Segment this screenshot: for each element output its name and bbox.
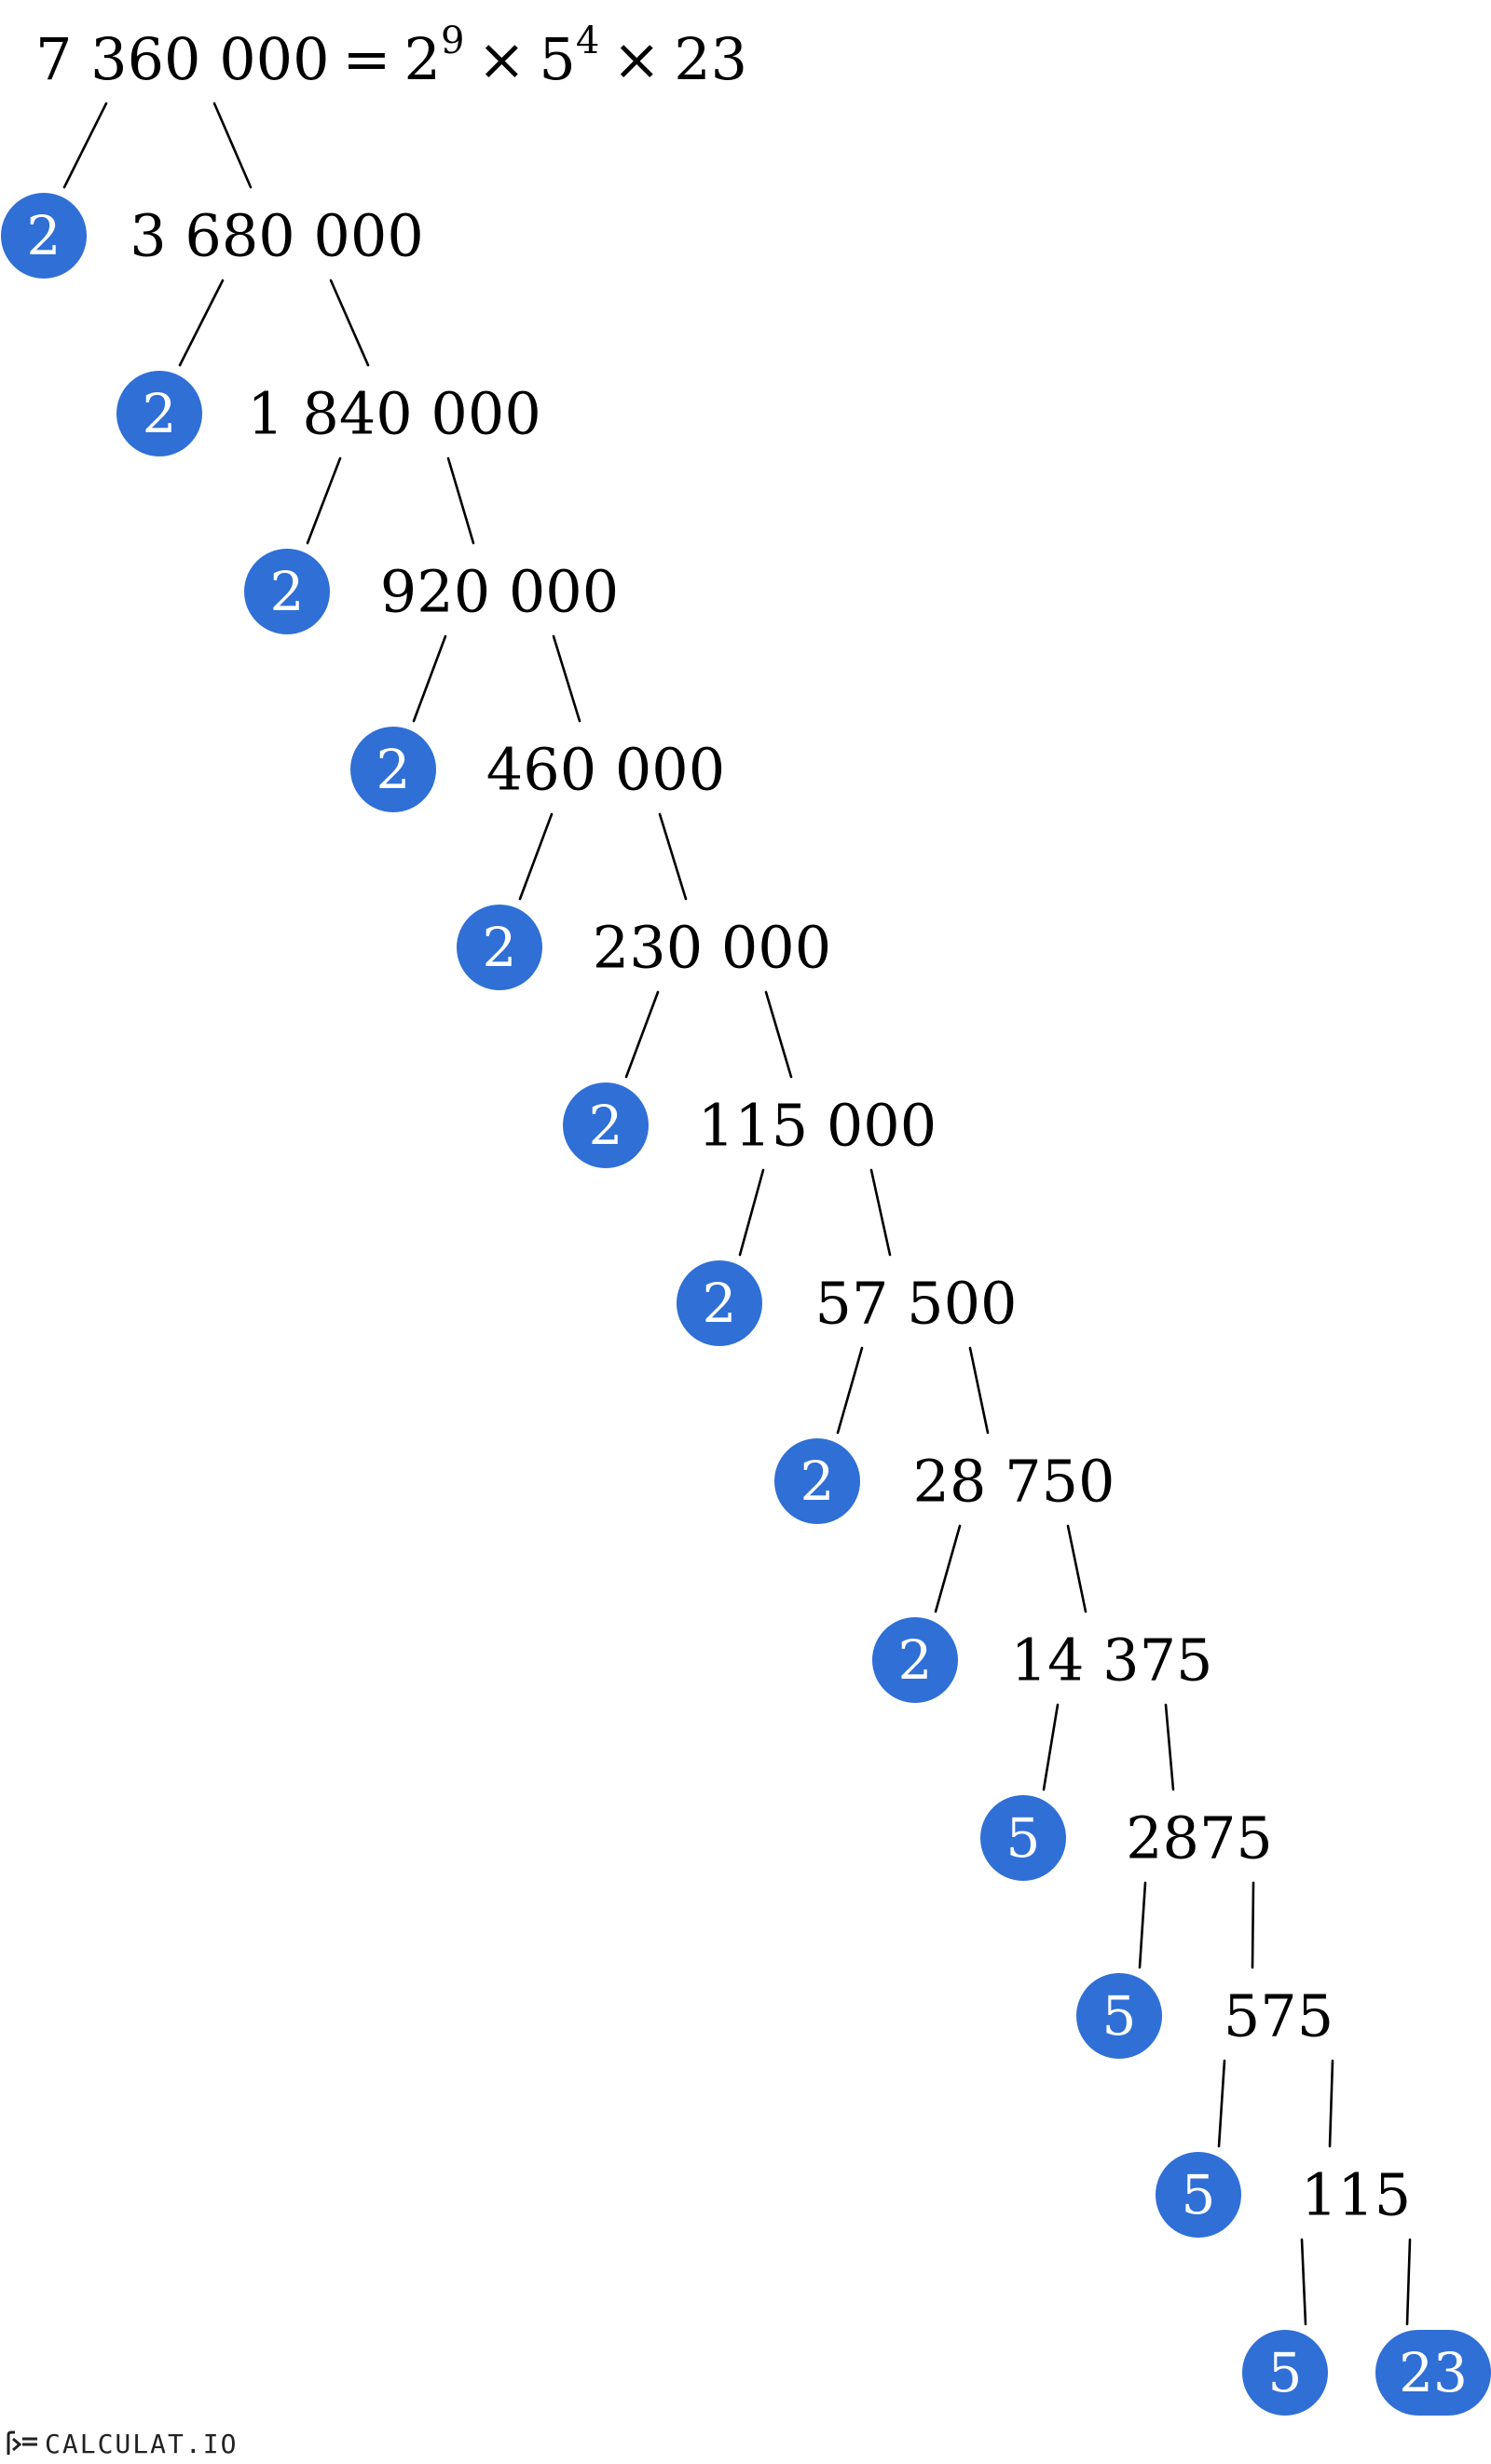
prime-factor-node xyxy=(244,549,330,634)
prime-factor-label: 2 xyxy=(800,1450,835,1513)
prime-factor-label: 2 xyxy=(270,560,305,623)
tree-edge-left xyxy=(934,1524,962,1613)
tree-edge-left xyxy=(518,812,554,901)
tree-edge-right xyxy=(658,812,688,901)
tree-edge-left xyxy=(62,102,108,189)
quotient-node: 230 000 xyxy=(593,914,831,982)
tree-edge-left xyxy=(738,1168,765,1257)
prime-factor-node xyxy=(677,1260,762,1346)
prime-factor-label: 2 xyxy=(376,738,411,801)
tree-edge-left xyxy=(306,456,342,545)
root-equation: 7 360 000 = 29 × 54 × 23 xyxy=(35,19,747,99)
prime-factor-label: 2 xyxy=(143,382,177,445)
prime-factor-node xyxy=(1,193,87,279)
tree-edge-right xyxy=(1066,1524,1087,1613)
prime-factor-node xyxy=(457,905,542,990)
tree-edge-left xyxy=(836,1346,864,1435)
tree-edge-left xyxy=(1217,2059,1226,2148)
tree-edge-left xyxy=(624,990,660,1079)
tree-edge-right xyxy=(552,634,581,723)
prime-factor-node xyxy=(774,1438,860,1524)
tree-edge-right xyxy=(1164,1703,1175,1791)
prime-factor-label: 5 xyxy=(1102,1984,1137,2048)
tree-edge-right xyxy=(212,102,253,189)
brand-logo: CALCULAT.IO xyxy=(6,2428,238,2459)
brand-name: CALCULAT.IO xyxy=(45,2428,239,2459)
prime-factor-label: 2 xyxy=(589,1094,623,1157)
tree-edge-left xyxy=(1042,1703,1060,1791)
tree-edge-left xyxy=(178,279,225,367)
factor-term-1: 29 xyxy=(404,19,465,93)
prime-factor-node xyxy=(980,1795,1066,1881)
quotient-node: 575 xyxy=(1224,1982,1334,2050)
factor-term-3: 23 xyxy=(674,24,748,93)
prime-factor-label: 2 xyxy=(483,916,517,979)
tree-edge-right xyxy=(968,1346,990,1435)
prime-factor-node xyxy=(563,1082,649,1168)
prime-factor-label: 5 xyxy=(1182,2163,1216,2226)
times-sign: × xyxy=(612,24,662,93)
quotient-node: 28 750 xyxy=(913,1448,1115,1516)
tree-edge-right xyxy=(1328,2059,1334,2148)
prime-factor-label: 5 xyxy=(1268,2341,1303,2404)
quotient-node: 1 840 000 xyxy=(247,380,541,448)
quotient-node: 115 000 xyxy=(698,1092,937,1160)
equals-sign: = xyxy=(342,24,391,93)
quotient-node: 57 500 xyxy=(815,1270,1018,1338)
prime-factor-label: 2 xyxy=(898,1628,933,1692)
tree-edge-right xyxy=(869,1168,892,1257)
quotient-node: 3 680 000 xyxy=(130,202,424,270)
prime-factor-label: 2 xyxy=(703,1272,737,1335)
prime-factor-label: 23 xyxy=(1399,2341,1468,2404)
tree-edge-right xyxy=(1405,2238,1412,2326)
tree-edge-right xyxy=(446,456,475,545)
quotient-node: 2875 xyxy=(1126,1804,1273,1872)
prime-factor-node xyxy=(1242,2330,1328,2416)
tree-edge-left xyxy=(1138,1881,1147,1969)
prime-factor-node xyxy=(116,371,202,456)
tree-edge-left xyxy=(1300,2238,1307,2326)
tree-edge-right xyxy=(329,279,370,367)
quotient-node: 115 xyxy=(1301,2161,1411,2229)
prime-factor-node xyxy=(350,727,436,812)
quotient-node: 460 000 xyxy=(486,736,725,804)
quotient-node: 14 375 xyxy=(1011,1627,1213,1695)
prime-factor-node xyxy=(1156,2152,1241,2238)
prime-factor-node xyxy=(1375,2330,1491,2416)
quotient-node: 920 000 xyxy=(380,558,619,626)
tree-edge-right xyxy=(1251,1881,1255,1969)
prime-factor-label: 5 xyxy=(1006,1806,1041,1870)
times-sign: × xyxy=(477,24,527,93)
prime-factor-node xyxy=(872,1617,958,1703)
root-number: 7 360 000 xyxy=(35,24,330,93)
tree-edge-left xyxy=(412,634,447,723)
prime-factor-label: 2 xyxy=(27,204,62,267)
calculator-logo-icon xyxy=(7,2430,37,2455)
factor-term-2: 54 xyxy=(539,19,600,93)
prime-factor-node xyxy=(1076,1973,1162,2059)
tree-edge-right xyxy=(764,990,793,1079)
